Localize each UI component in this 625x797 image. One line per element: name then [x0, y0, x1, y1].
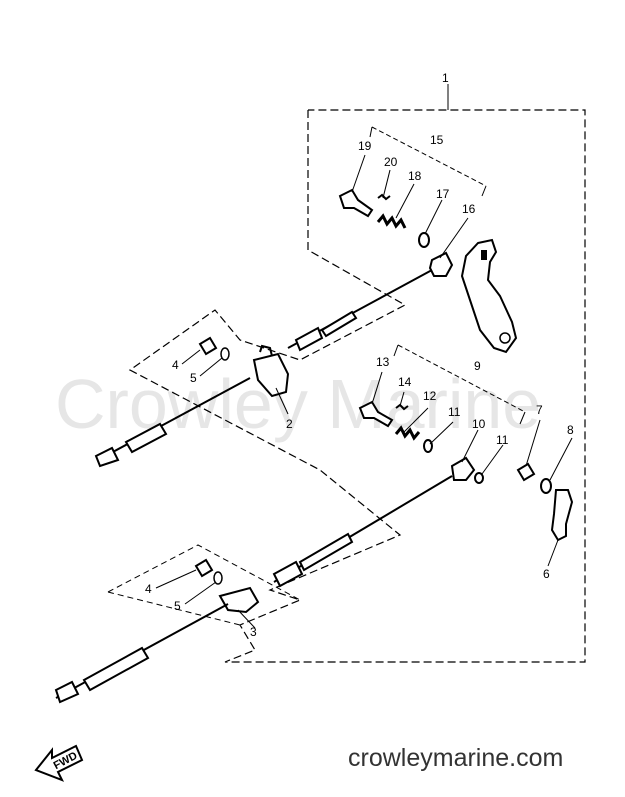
callout-1: 1	[442, 71, 449, 85]
callout-12: 12	[423, 389, 437, 403]
throttle-lever	[460, 238, 518, 354]
callout-15: 15	[430, 133, 444, 147]
callout-8: 8	[567, 423, 574, 437]
lower-bolt-4	[194, 558, 214, 578]
callout-6: 6	[543, 567, 550, 581]
upper-long-cable	[97, 377, 251, 461]
leader-lines	[155, 154, 573, 629]
upper-cable-joint	[428, 251, 454, 277]
callout-11-b: 11	[496, 433, 509, 447]
callout-3: 3	[250, 625, 257, 639]
assembly-boundary	[128, 109, 586, 663]
upper-bolt-4	[198, 336, 218, 356]
upper-spring	[376, 213, 407, 229]
upper-pivot-bolt	[338, 188, 374, 218]
callout-16: 16	[462, 202, 476, 216]
fwd-arrow-icon: FWD	[34, 744, 84, 782]
lower-spring	[394, 425, 421, 441]
lower-pivot-bolt	[358, 400, 394, 428]
shift-lever	[550, 489, 574, 542]
callout-9: 9	[474, 359, 481, 373]
callout-14: 14	[398, 375, 412, 389]
lower-cable-joint	[450, 456, 476, 481]
callout-4-upper: 4	[172, 358, 179, 372]
lower-cable-bracket	[218, 586, 260, 614]
upper-cotter-pin	[377, 193, 391, 201]
callout-20: 20	[384, 155, 398, 169]
callout-17: 17	[436, 187, 450, 201]
callout-5-lower: 5	[174, 599, 181, 613]
lever-bolt-7	[516, 462, 536, 482]
callout-2: 2	[286, 417, 293, 431]
callout-5-upper: 5	[190, 371, 197, 385]
callout-11-a: 11	[448, 405, 461, 419]
lower-group-box	[107, 544, 301, 601]
lower-cotter-pin	[395, 403, 409, 411]
lever-washer-8	[540, 478, 552, 494]
callout-4-lower: 4	[145, 582, 152, 596]
upper-washer	[418, 232, 430, 248]
upper-cable-bracket	[252, 352, 290, 398]
group-15-bracket	[371, 126, 487, 187]
callout-10: 10	[472, 417, 486, 431]
upper-washer-5	[220, 347, 230, 361]
callout-19: 19	[358, 139, 372, 153]
callout-18: 18	[408, 169, 422, 183]
callout-7: 7	[536, 403, 543, 417]
callout-13: 13	[376, 355, 390, 369]
lower-cable	[273, 475, 453, 583]
site-url: crowleymarine.com	[348, 744, 564, 772]
watermark-text: Crowley Marine	[55, 365, 541, 443]
